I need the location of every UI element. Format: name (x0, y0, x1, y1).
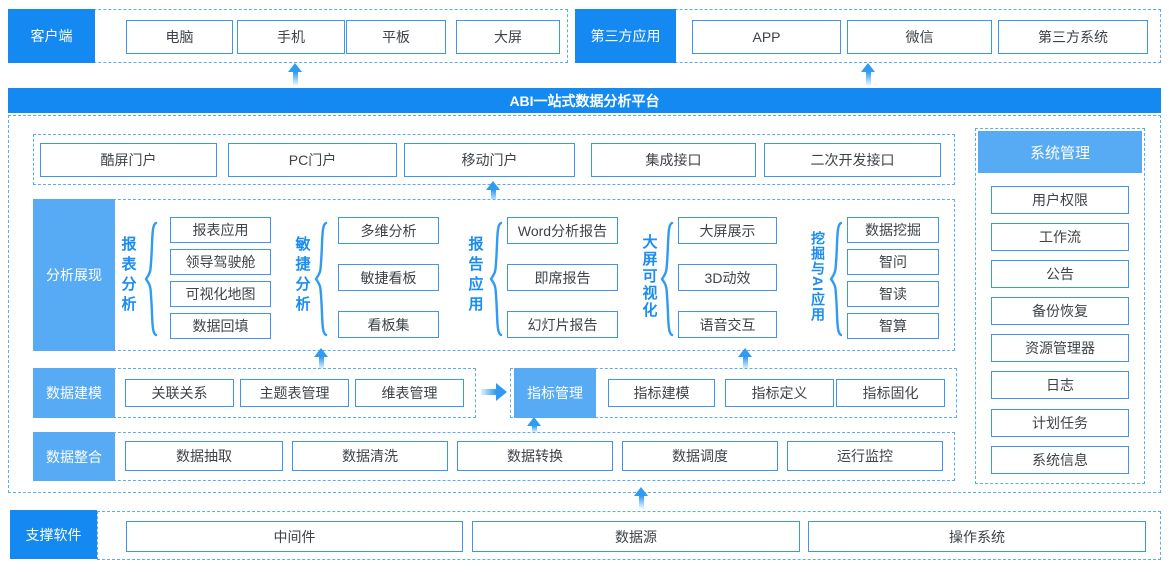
arrow-up-icon (288, 63, 302, 86)
integration-item: 数据清洗 (292, 441, 448, 471)
support-item: 数据源 (472, 521, 800, 552)
support-item: 中间件 (126, 521, 463, 552)
modeling-item: 维表管理 (355, 379, 464, 407)
portal-item: 集成接口 (591, 143, 756, 177)
arrow-up-icon (634, 487, 648, 509)
analysis-item: Word分析报告 (507, 217, 618, 244)
third-party-item: APP (692, 20, 841, 54)
indicator-item: 指标定义 (725, 379, 834, 407)
portal-item: 二次开发接口 (764, 143, 941, 177)
analysis-item: 即席报告 (507, 264, 618, 291)
system-item: 计划任务 (991, 409, 1129, 437)
analysis-item: 3D动效 (678, 264, 777, 291)
indicator-label: 指标管理 (514, 368, 596, 418)
integration-label: 数据整合 (33, 432, 115, 481)
platform-container (8, 115, 1161, 493)
support-label: 支撑软件 (10, 510, 97, 559)
arrow-up-icon (527, 417, 541, 433)
brace-icon (829, 221, 843, 337)
analysis-group-name: 报表分析 (119, 236, 137, 316)
modeling-item: 关联关系 (125, 379, 234, 407)
integration-item: 数据转换 (457, 441, 613, 471)
third-party-label: 第三方应用 (575, 9, 676, 63)
analysis-label: 分析展现 (33, 199, 115, 351)
analysis-item: 智问 (847, 249, 939, 275)
third-party-item: 第三方系统 (998, 20, 1148, 54)
analysis-item: 数据挖掘 (847, 217, 939, 243)
analysis-item: 可视化地图 (170, 281, 271, 307)
portal-item: 酷屏门户 (40, 143, 217, 177)
system-item: 公告 (991, 260, 1129, 288)
system-item: 日志 (991, 371, 1129, 399)
platform-banner: ABI一站式数据分析平台 (8, 88, 1161, 113)
brace-icon (489, 221, 503, 337)
arrow-up-icon (738, 348, 752, 370)
system-item: 用户权限 (991, 186, 1129, 214)
analysis-item: 报表应用 (170, 217, 271, 243)
brace-icon (314, 221, 328, 337)
portal-item: PC门户 (228, 143, 397, 177)
client-item: 大屏 (456, 20, 560, 54)
indicator-item: 指标固化 (836, 379, 945, 407)
analysis-item: 看板集 (338, 311, 439, 338)
analysis-group-name: 挖掘与AI应用 (810, 230, 826, 322)
indicator-item: 指标建模 (608, 379, 715, 407)
analysis-group-name: 大屏可视化 (640, 233, 658, 319)
client-item: 平板 (346, 20, 446, 54)
analysis-item: 多维分析 (338, 217, 439, 244)
analysis-group-name: 报告应用 (466, 236, 484, 316)
analysis-item: 语音交互 (678, 311, 777, 338)
analysis-group-name: 敏捷分析 (293, 236, 311, 316)
integration-item: 数据抽取 (125, 441, 283, 471)
system-item: 备份恢复 (991, 297, 1129, 325)
portal-item: 移动门户 (404, 143, 575, 177)
client-label: 客户端 (8, 9, 95, 63)
system-label: 系统管理 (978, 131, 1142, 173)
analysis-item: 数据回填 (170, 313, 271, 339)
modeling-item: 主题表管理 (240, 379, 349, 407)
arrow-up-icon (861, 63, 875, 86)
analysis-item: 智算 (847, 313, 939, 339)
analysis-item: 幻灯片报告 (507, 311, 618, 338)
modeling-label: 数据建模 (33, 368, 115, 418)
analysis-item: 敏捷看板 (338, 264, 439, 291)
client-item: 手机 (237, 20, 345, 54)
system-item: 资源管理器 (991, 334, 1129, 362)
system-item: 工作流 (991, 223, 1129, 251)
analysis-item: 领导驾驶舱 (170, 249, 271, 275)
analysis-item: 智读 (847, 281, 939, 307)
integration-item: 数据调度 (622, 441, 778, 471)
arrow-up-icon (314, 348, 328, 370)
brace-icon (660, 221, 674, 337)
client-item: 电脑 (126, 20, 233, 54)
brace-icon (144, 221, 158, 337)
support-item: 操作系统 (808, 521, 1146, 552)
system-item: 系统信息 (991, 446, 1129, 474)
arrow-right-icon (481, 382, 507, 402)
third-party-item: 微信 (847, 20, 992, 54)
arrow-up-icon (486, 181, 500, 203)
analysis-item: 大屏展示 (678, 217, 777, 244)
integration-item: 运行监控 (787, 441, 943, 471)
